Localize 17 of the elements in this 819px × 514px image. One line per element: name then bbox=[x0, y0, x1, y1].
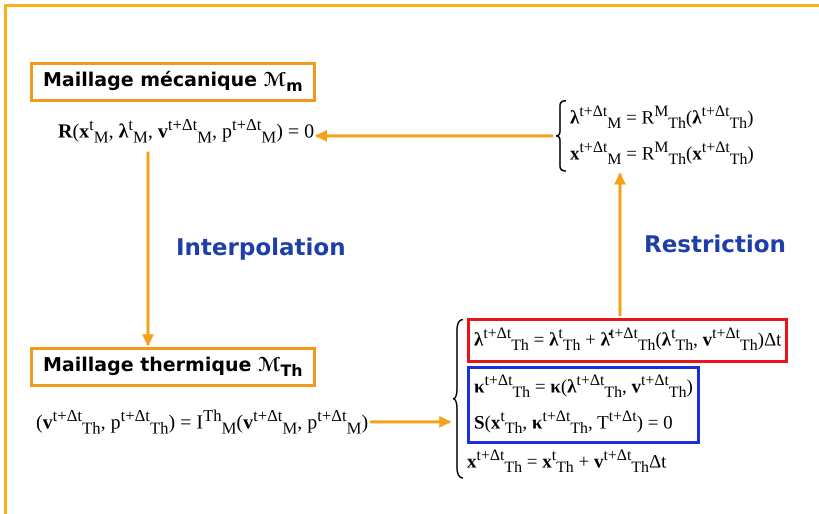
equation-system bbox=[452, 318, 788, 480]
equation: S(x$^{t}$$_{Th}$, κ$^{t+Δt}$$_{Th}$, T$^{t+Δt}$) = 0 bbox=[474, 406, 674, 440]
equation: (v$^{t+Δt}$$_{Th}$, p$^{t+Δt}$$_{Th}$) = I$^{Th}$$_{M}$(v$^{t+Δt}$$_{M}$, p$^{t+Δt}$$_{M}$) bbox=[36, 403, 368, 441]
equation: κ$^{t+Δt}$$_{Th}$ = κ(λ$^{t+Δt}$$_{Th}$, v$^{t+Δt}$$_{Th}$) bbox=[474, 371, 693, 404]
arrow bbox=[370, 416, 452, 428]
equation: x$^{t+Δt}$$_{Th}$ = x$^{t}$$_{Th}$ + v$^{t+Δt}$$_{Th}$Δt bbox=[467, 446, 668, 478]
arrow bbox=[614, 172, 626, 316]
arrow bbox=[142, 152, 154, 346]
heading-box: Maillage thermique ℳ$_{Th}$ bbox=[30, 347, 316, 387]
highlight-box bbox=[467, 366, 700, 444]
arrow bbox=[315, 130, 553, 142]
equation: λ$^{t+Δt}$$_{M}$ = R$^{M}$$_{Th}$(λ$^{t+Δt}$$_{Th}$) bbox=[570, 102, 754, 134]
equation: R(x$^{t}$$_{M}$, λ$^{t}$$_{M}$, v$^{t+Δt}$$_{M}$, p$^{t+Δt}$$_{M}$) = 0 bbox=[58, 112, 314, 150]
heading-box: Maillage mécanique ℳ$_{m}$ bbox=[30, 62, 316, 102]
highlight-box: λ$^{t+Δt}$$_{Th}$ = λ$^{t}$$_{Th}$ + λ̇$^{t+Δt}$$_{Th}$(λ$^{t}$$_{Th}$, v$^{t+Δt}$$_{Th}$)Δt bbox=[467, 318, 788, 364]
equation: x$^{t+Δt}$$_{M}$ = R$^{M}$$_{Th}$(x$^{t+Δt}$$_{Th}$) bbox=[570, 138, 754, 170]
equation-system bbox=[555, 100, 754, 172]
